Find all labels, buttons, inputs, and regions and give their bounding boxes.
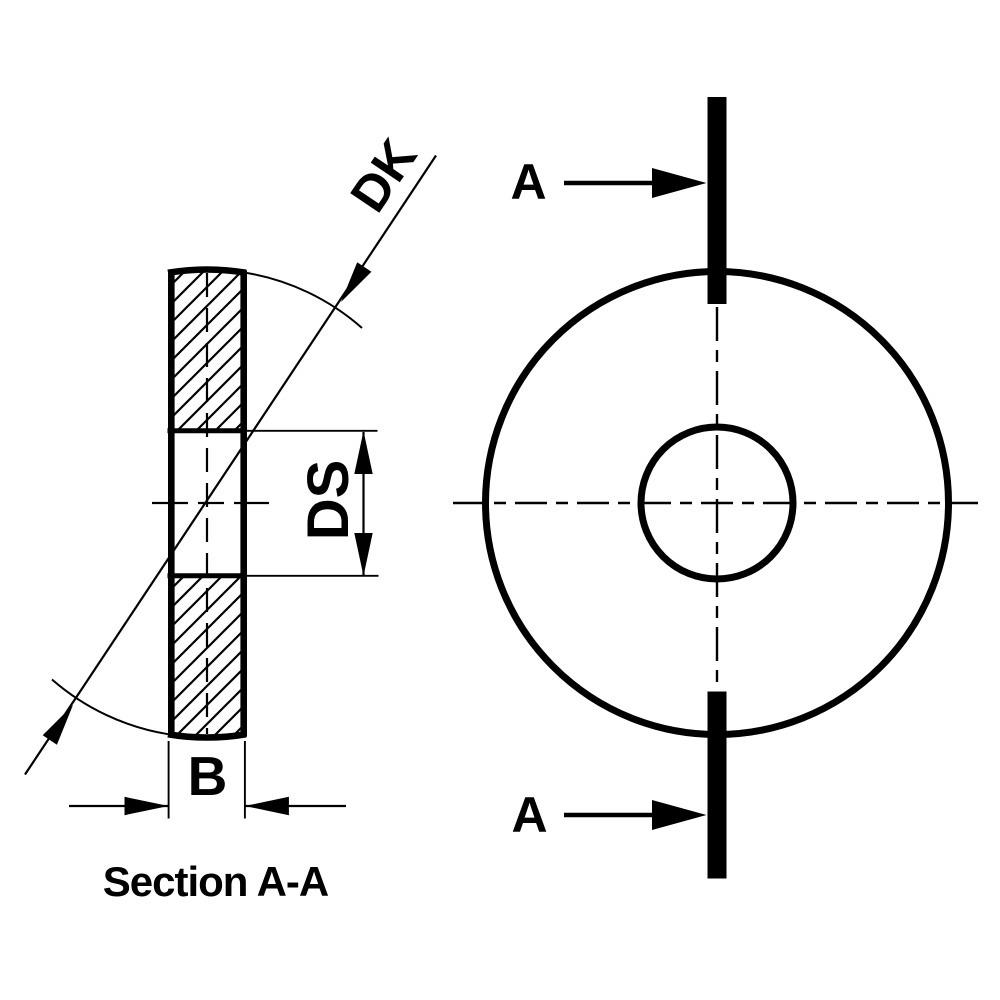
section-arrowhead-bottom — [652, 800, 707, 830]
dk-extension-arc-top — [245, 271, 363, 329]
section-bottom-edge — [167, 730, 247, 741]
ds-dimension-label: DS — [296, 460, 361, 541]
dk-dimension-label: DK — [339, 129, 428, 222]
section-marker-bottom: A — [511, 787, 547, 843]
dk-arrowhead-top — [341, 262, 372, 302]
ds-arrowhead-up — [354, 431, 373, 474]
section-title: Section A-A — [103, 858, 329, 905]
ds-arrowhead-down — [354, 533, 373, 576]
b-arrowhead-right — [244, 796, 289, 816]
dk-extension-arc-bottom — [51, 678, 169, 736]
dk-arrowhead-bottom — [42, 705, 73, 745]
washer-section-lower-hatch — [168, 575, 246, 738]
inner-hole-circle — [637, 423, 797, 583]
b-arrowhead-left — [124, 796, 169, 816]
front-view: A A — [453, 97, 978, 879]
section-arrowhead-top — [652, 168, 707, 198]
section-view: DK DS B Section A-A — [24, 129, 437, 905]
section-marker-top: A — [510, 154, 546, 210]
cutting-plane-bar-top — [707, 97, 727, 304]
cutting-plane-bar-bottom — [707, 691, 727, 879]
dk-dimension-line — [24, 154, 437, 776]
b-dimension-label: B — [188, 745, 228, 807]
section-top-edge — [167, 266, 247, 277]
